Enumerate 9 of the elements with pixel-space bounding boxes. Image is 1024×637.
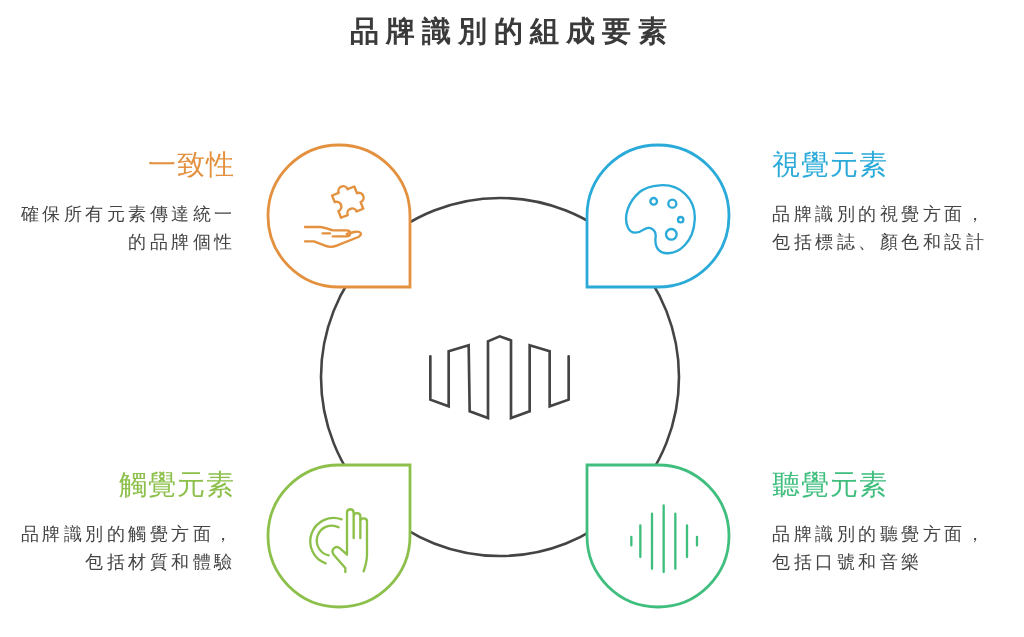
description: 確保所有元素傳達統一的品牌個性 [19, 202, 236, 254]
description: 品牌識別的聽覺方面，包括口號和音樂 [772, 522, 988, 574]
title: 品牌識別的組成要素 [350, 13, 674, 50]
description: 品牌識別的觸覺方面，包括材質和體驗 [19, 522, 236, 574]
heading: 觸覺元素 [119, 467, 235, 503]
heading: 視覺元素 [772, 147, 888, 183]
heading: 聽覺元素 [772, 467, 888, 503]
description: 品牌識別的視覺方面，包括標誌、顏色和設計 [772, 202, 988, 254]
heading: 一致性 [148, 147, 235, 183]
